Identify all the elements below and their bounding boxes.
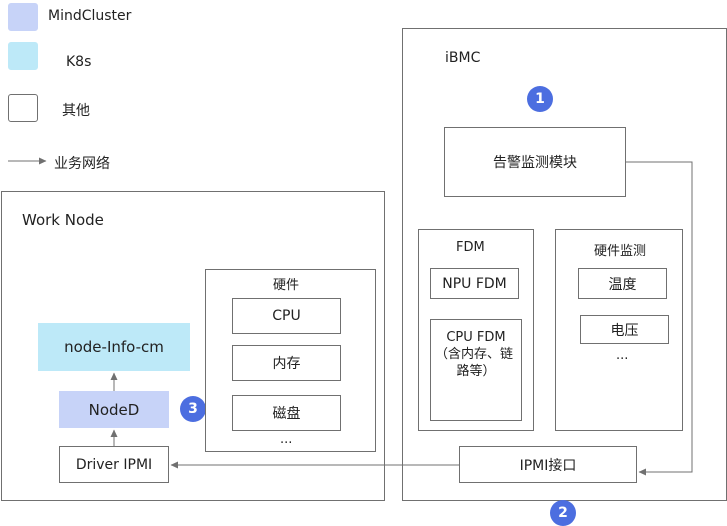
node-info-cm-box: node-Info-cm — [38, 323, 190, 371]
alarm-module-box: 告警监测模块 — [444, 127, 626, 197]
legend-label-k8s: K8s — [66, 54, 92, 70]
legend-swatch-mindcluster — [8, 3, 38, 31]
hw-monitor-more: ... — [616, 348, 629, 363]
hardware-more: ... — [280, 432, 293, 447]
legend-swatch-other — [8, 94, 38, 122]
fdm-title: FDM — [456, 240, 485, 255]
cpu-fdm-line3: 路等） — [456, 364, 496, 379]
badge-1: 1 — [527, 86, 553, 112]
cpu-box: CPU — [232, 298, 341, 334]
temperature-box: 温度 — [578, 268, 667, 299]
cpu-fdm-line2: （含内存、链 — [434, 347, 513, 362]
ibmc-title: iBMC — [445, 50, 481, 66]
legend-swatch-k8s — [8, 42, 38, 70]
badge-2: 2 — [550, 500, 576, 526]
memory-box: 内存 — [232, 345, 341, 381]
npu-fdm-box: NPU FDM — [430, 268, 519, 299]
legend-label-business-network: 业务网络 — [54, 156, 110, 172]
badge-3: 3 — [180, 396, 206, 422]
legend-label-other: 其他 — [62, 103, 90, 119]
hardware-title: 硬件 — [273, 278, 300, 293]
cpu-fdm-line1: CPU FDM — [446, 330, 506, 345]
disk-box: 磁盘 — [232, 395, 341, 431]
voltage-box: 电压 — [580, 315, 669, 344]
noded-box: NodeD — [59, 391, 169, 428]
ipmi-interface-box: IPMI接口 — [459, 446, 637, 483]
hw-monitor-title: 硬件监测 — [594, 244, 647, 259]
legend-label-mindcluster: MindCluster — [48, 8, 132, 24]
cpu-fdm-box: CPU FDM （含内存、链 路等） — [430, 319, 522, 421]
arrow-alarm-to-ipmi — [626, 161, 693, 476]
driver-ipmi-box: Driver IPMI — [59, 446, 169, 483]
work-node-title: Work Node — [22, 211, 104, 229]
